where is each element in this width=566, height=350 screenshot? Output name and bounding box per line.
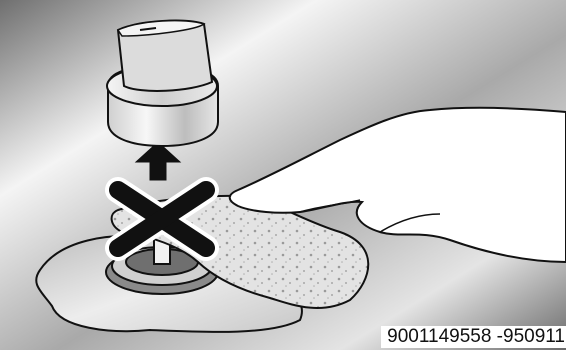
knob-icon — [107, 21, 218, 146]
document-code: 9001149558 -950911 — [381, 326, 566, 348]
